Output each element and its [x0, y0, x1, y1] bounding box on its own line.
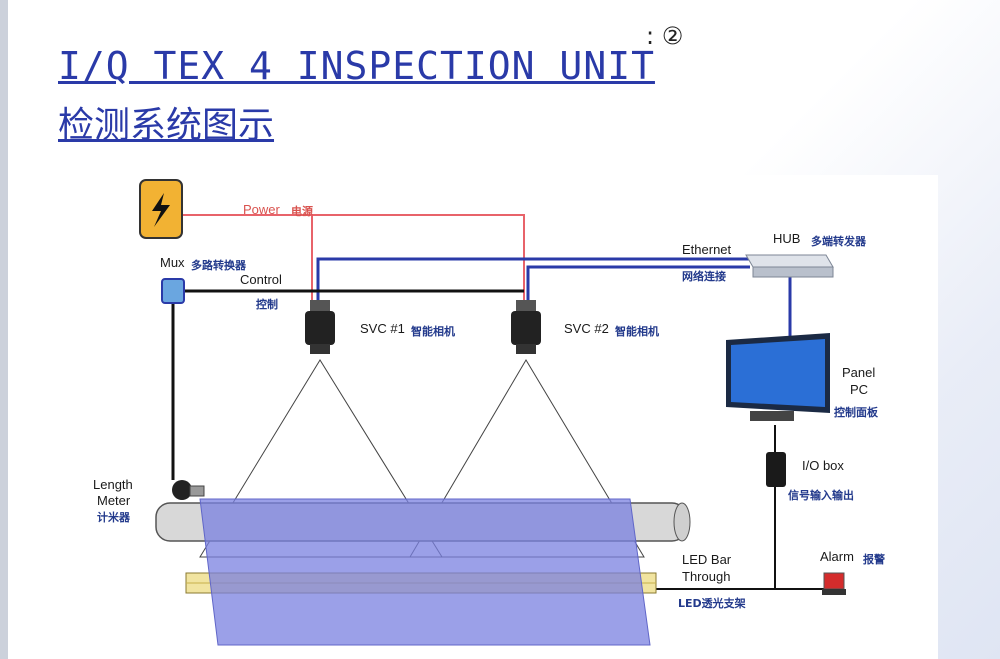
ethernet-label: Ethernet — [682, 242, 732, 257]
svc2-label-cn: 智能相机 — [615, 325, 659, 338]
io-label-cn: 信号输入输出 — [788, 489, 854, 502]
power-lines — [183, 214, 525, 300]
page-title: I/Q TEX 4 INSPECTION UNIT — [58, 44, 655, 88]
power-label: Power — [243, 202, 280, 217]
hub-label: HUB — [773, 231, 801, 246]
power-label-cn: 电源 — [291, 205, 313, 218]
control-label: Control — [240, 272, 282, 287]
meter-label: Meter — [97, 493, 131, 508]
mux-label: Mux — [160, 255, 185, 270]
length-meter-icon — [172, 480, 205, 500]
io-label: I/O box — [802, 458, 844, 473]
alarm-icon — [822, 572, 846, 595]
mux-icon — [161, 278, 185, 304]
panel-label: Panel — [842, 365, 876, 380]
through-label: Through — [682, 569, 731, 584]
panel-pc-icon — [726, 333, 830, 421]
page-subtitle: 检测系统图示 — [58, 105, 275, 146]
svc1-label: SVC #1 — [360, 321, 405, 336]
panel-label-cn: 控制面板 — [834, 406, 878, 419]
ethernet-label-cn: 网络连接 — [682, 270, 726, 283]
control-label-cn: 控制 — [256, 298, 278, 311]
svc2-label: SVC #2 — [564, 321, 609, 336]
io-lines — [638, 425, 838, 590]
pc-label: PC — [850, 382, 869, 397]
system-diagram: Power 电源 Mux 多路转换器 Control 控制 SVC #1 智能相… — [78, 175, 938, 659]
length-label-cn: 计米器 — [97, 511, 130, 524]
handwritten-note: : ② — [646, 22, 684, 50]
camera-svc1-icon — [305, 300, 335, 354]
diagram-graphics — [139, 179, 846, 646]
camera-svc2-icon — [511, 300, 541, 354]
length-label: Length — [93, 477, 133, 492]
alarm-label-cn: 报警 — [863, 553, 885, 566]
led-label: LED Bar — [682, 552, 732, 567]
svc1-label-cn: 智能相机 — [411, 325, 455, 338]
alarm-label: Alarm — [820, 549, 854, 564]
io-box-icon — [766, 452, 786, 487]
ethernet-lines — [316, 257, 792, 340]
power-icon — [139, 179, 183, 239]
scan-edge — [0, 0, 8, 659]
fabric-sheet — [199, 498, 651, 646]
mux-label-cn: 多路转换器 — [191, 259, 246, 272]
hub-label-cn: 多端转发器 — [811, 235, 866, 248]
led-label-cn: LED透光支架 — [678, 597, 746, 610]
hub-icon — [745, 254, 834, 278]
